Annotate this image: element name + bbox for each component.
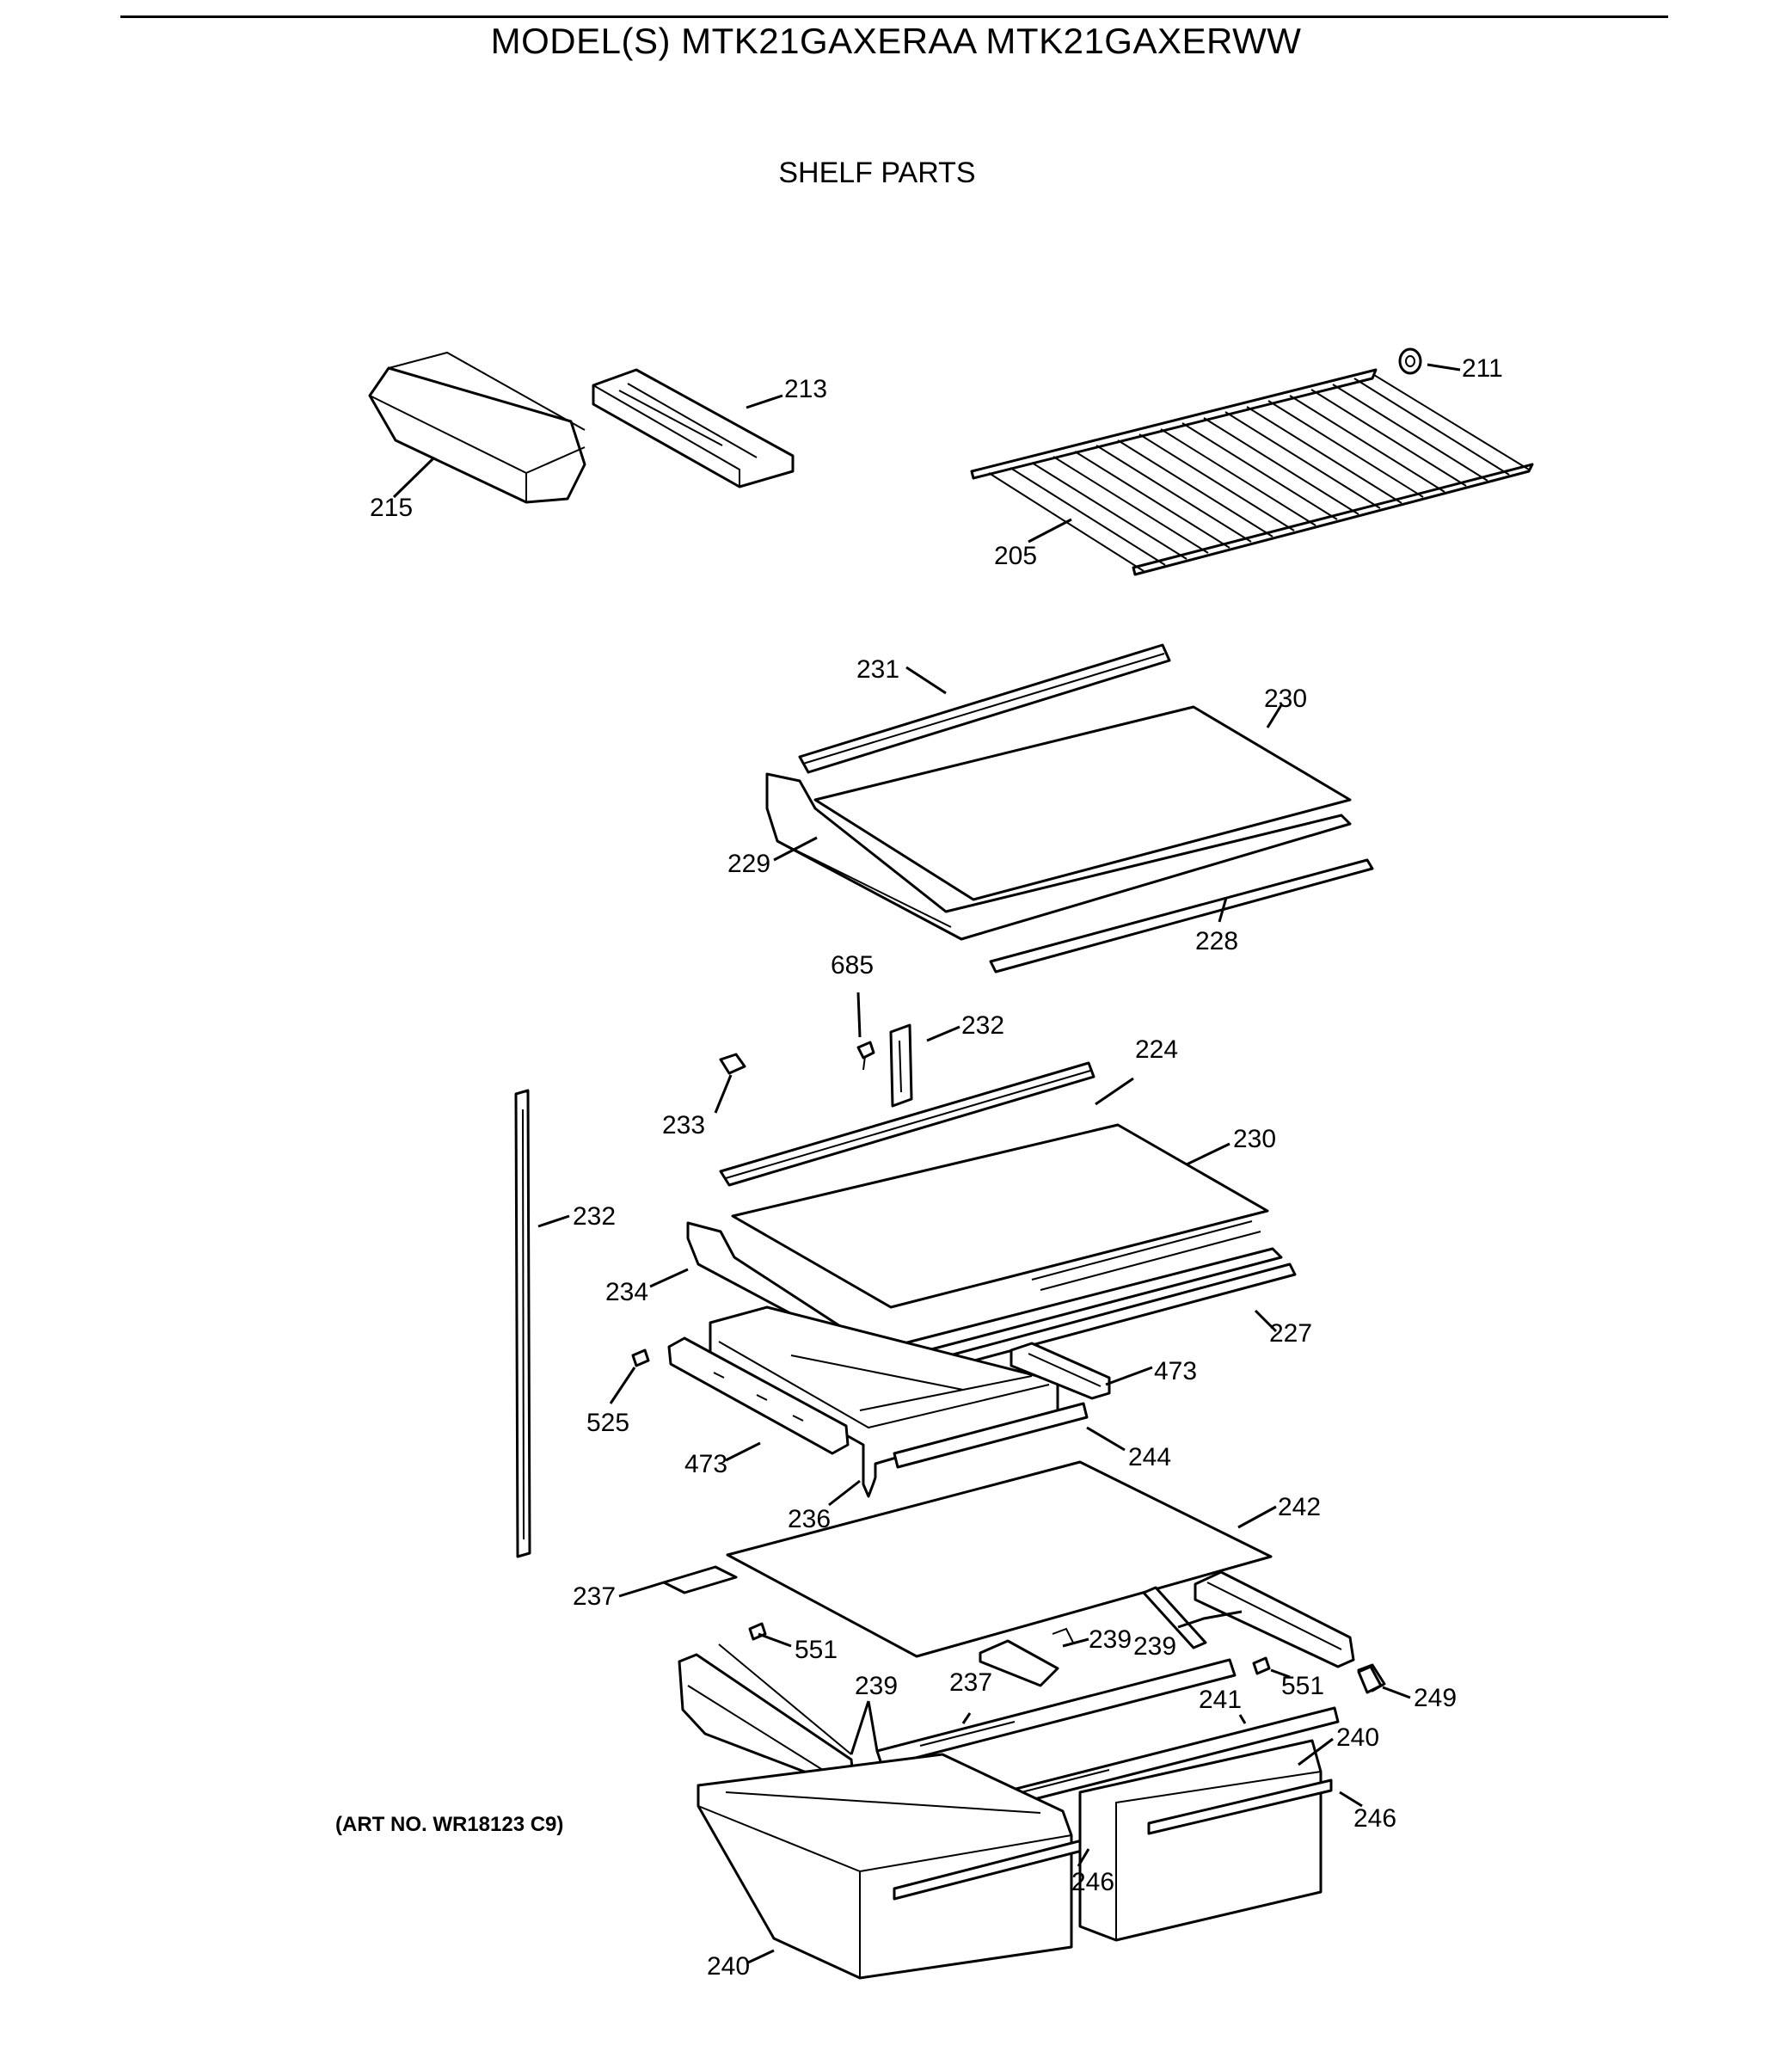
callout-685: 685 bbox=[831, 951, 874, 980]
callout-232a: 232 bbox=[961, 1011, 1004, 1040]
part-242-glass-shelf bbox=[726, 1460, 1273, 1658]
part-232-short-bracket bbox=[889, 1023, 913, 1108]
part-240-right-drawer bbox=[1078, 1739, 1333, 1942]
part-205-wire-shelf bbox=[970, 368, 1534, 576]
part-473-right-slide bbox=[1010, 1342, 1111, 1400]
callout-230a: 230 bbox=[1264, 685, 1307, 713]
callout-211: 211 bbox=[1462, 354, 1503, 383]
part-525-screw bbox=[631, 1348, 650, 1367]
part-237-left-rail bbox=[662, 1565, 738, 1594]
part-240-left-drawer bbox=[697, 1753, 1090, 1980]
header-rule bbox=[120, 15, 1668, 18]
callout-239b: 239 bbox=[1133, 1632, 1176, 1661]
callout-237b: 237 bbox=[949, 1668, 992, 1697]
callout-246a: 246 bbox=[1353, 1804, 1396, 1833]
callout-240b: 240 bbox=[707, 1952, 750, 1981]
part-473-left-slide bbox=[667, 1336, 850, 1455]
callout-236: 236 bbox=[788, 1505, 831, 1533]
section-title: SHELF PARTS bbox=[778, 157, 976, 189]
part-215-bin bbox=[368, 351, 586, 504]
callout-240a: 240 bbox=[1336, 1723, 1379, 1752]
part-233-clip bbox=[719, 1053, 746, 1075]
leader-lines bbox=[392, 363, 1461, 1964]
callout-551b: 551 bbox=[1281, 1672, 1324, 1700]
part-236-crisper-frame bbox=[709, 1305, 1089, 1498]
callout-230b: 230 bbox=[1233, 1125, 1276, 1153]
callout-473b: 473 bbox=[684, 1450, 727, 1478]
callout-234: 234 bbox=[605, 1278, 648, 1306]
callout-244: 244 bbox=[1128, 1443, 1171, 1471]
callout-213: 213 bbox=[784, 375, 827, 403]
callout-224: 224 bbox=[1135, 1035, 1178, 1064]
callout-231: 231 bbox=[856, 655, 899, 684]
callout-205: 205 bbox=[994, 542, 1037, 570]
callout-551a: 551 bbox=[795, 1636, 838, 1664]
callout-525: 525 bbox=[586, 1409, 629, 1437]
callout-227: 227 bbox=[1269, 1319, 1312, 1348]
callout-labels: 211 213 215 205 231 230 229 228 685 232 … bbox=[370, 354, 1503, 1981]
part-249-clip bbox=[1357, 1665, 1383, 1694]
callout-242: 242 bbox=[1278, 1493, 1321, 1521]
callout-473a: 473 bbox=[1154, 1357, 1197, 1385]
right-tracks bbox=[979, 1570, 1386, 1692]
callout-246b: 246 bbox=[1071, 1868, 1114, 1896]
callout-239c: 239 bbox=[855, 1672, 898, 1700]
part-211-cap bbox=[1398, 347, 1422, 375]
part-213-ice-tray bbox=[592, 368, 795, 488]
model-title: MODEL(S) MTK21GAXERAA MTK21GAXERWW bbox=[490, 21, 1302, 61]
callout-241: 241 bbox=[1199, 1686, 1242, 1714]
callout-228: 228 bbox=[1195, 927, 1238, 955]
part-239-left-support bbox=[678, 1643, 855, 1785]
callout-249: 249 bbox=[1414, 1684, 1457, 1712]
part-551-screws bbox=[748, 1622, 1271, 1675]
art-number: (ART NO. WR18123 C9) bbox=[335, 1813, 564, 1836]
callout-237a: 237 bbox=[573, 1582, 616, 1611]
callout-215: 215 bbox=[370, 494, 413, 522]
callout-233: 233 bbox=[662, 1111, 705, 1140]
callout-239a: 239 bbox=[1089, 1625, 1132, 1654]
callout-232b: 232 bbox=[573, 1202, 616, 1231]
part-232-long-rail bbox=[514, 1089, 531, 1558]
callout-229: 229 bbox=[727, 850, 770, 878]
shelf-assembly-upper bbox=[765, 643, 1374, 974]
part-685-screw bbox=[856, 1041, 875, 1071]
